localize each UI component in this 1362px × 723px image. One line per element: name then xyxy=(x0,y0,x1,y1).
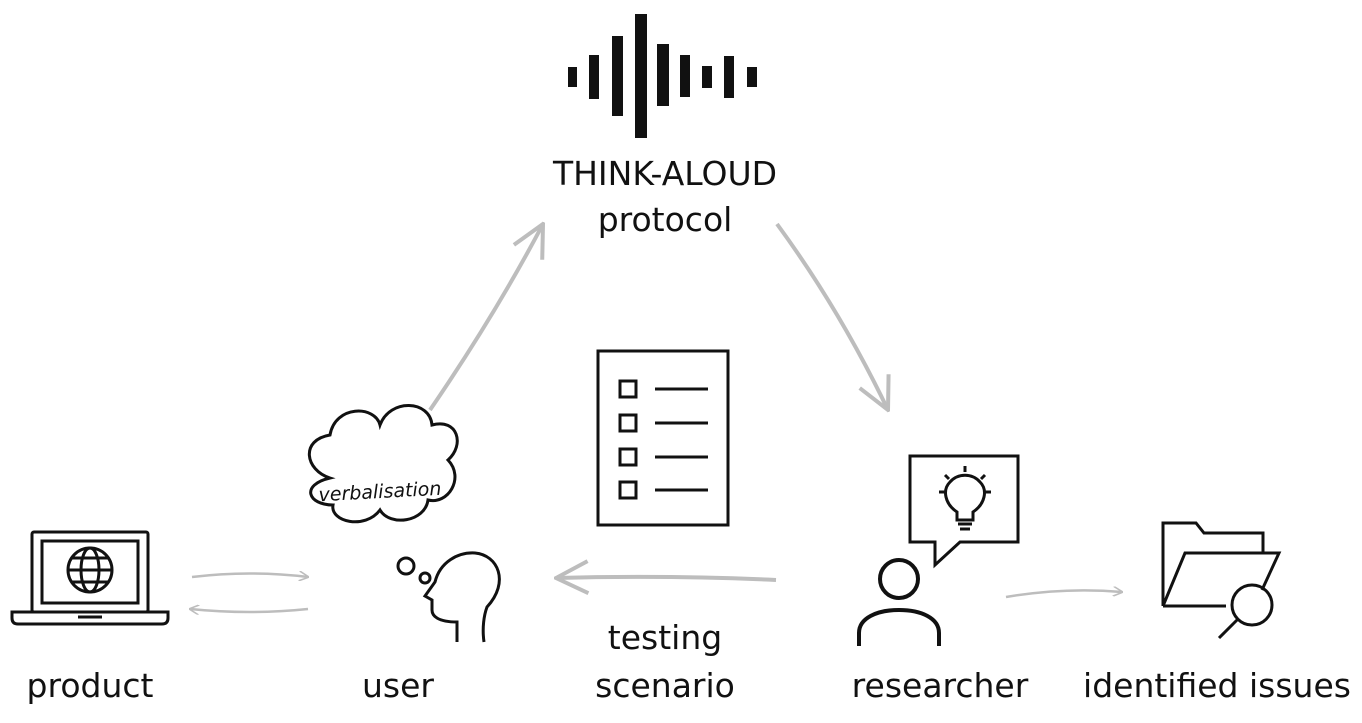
label-user: user xyxy=(362,666,434,705)
label-scenario-line-1: testing xyxy=(607,618,723,657)
thought-cloud-icon xyxy=(307,404,459,585)
laptop-globe-icon xyxy=(10,530,170,626)
arrow-user-to-protocol xyxy=(428,224,543,412)
person-icon xyxy=(857,558,941,646)
checklist-icon xyxy=(596,349,730,527)
sound-wave-icon xyxy=(568,14,757,138)
title-line-1: THINK-ALOUD xyxy=(552,154,778,193)
arrow-protocol-to-researcher xyxy=(775,222,888,410)
title-line-2: protocol xyxy=(597,200,733,239)
speech-bubble-lightbulb-icon xyxy=(908,454,1020,569)
label-product: product xyxy=(26,666,154,705)
folder-magnifier-icon xyxy=(1161,521,1282,640)
label-scenario-line-2: scenario xyxy=(595,666,735,705)
label-identified-issues: identified issues xyxy=(1083,666,1351,705)
arrow-product-to-user xyxy=(191,574,308,578)
head-icon xyxy=(422,551,501,643)
arrow-researcher-to-user xyxy=(556,577,777,580)
label-researcher: researcher xyxy=(851,666,1029,705)
arrow-researcher-to-issues xyxy=(1005,590,1122,599)
arrow-user-to-product xyxy=(190,609,309,612)
